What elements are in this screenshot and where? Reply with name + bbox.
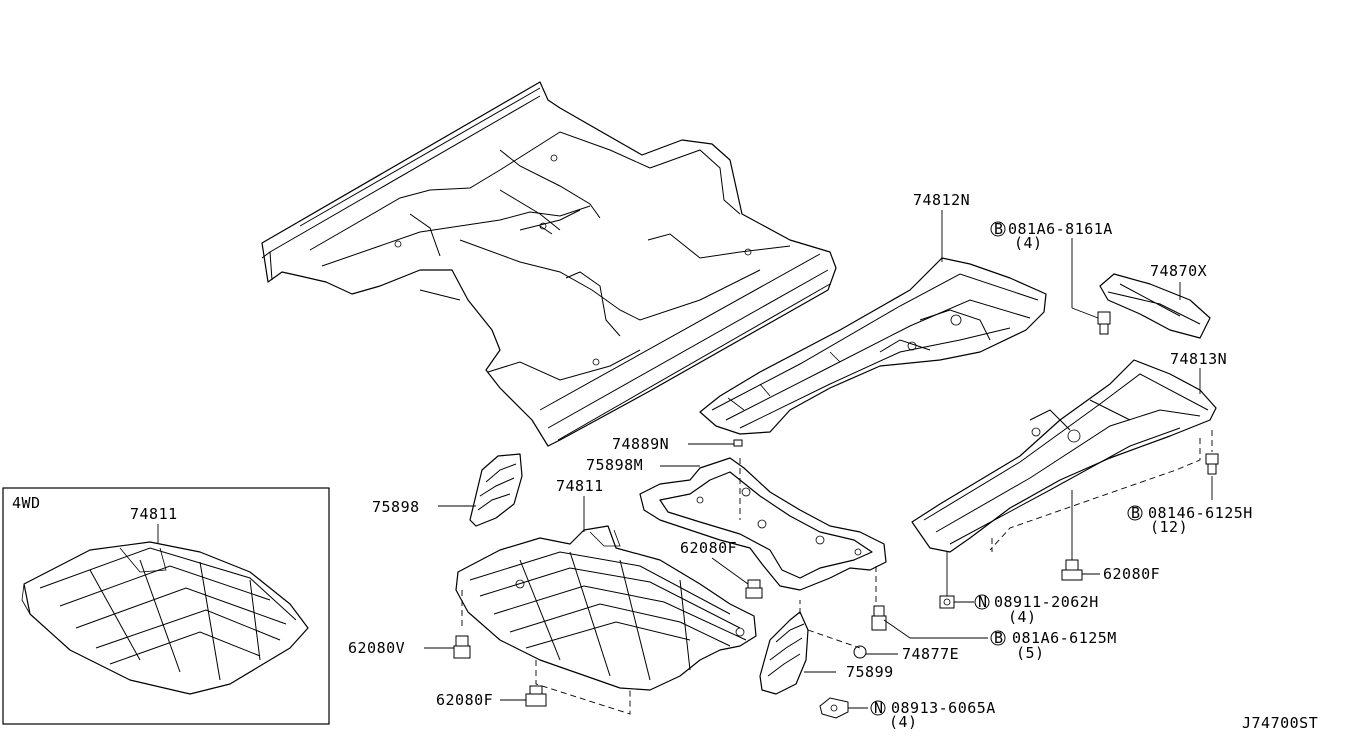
inset-4wd-box: 4WD 74811 [2,487,330,725]
frame-75898M-illustration [639,457,887,591]
fastener-prefix-n2: N [874,699,884,717]
part-label-74870X: 74870X [1150,262,1207,280]
nut-08913-6065A-illustration [819,697,849,719]
part-label-74811-inset: 74811 [130,505,178,523]
part-label-74811: 74811 [556,477,604,495]
bracket-74870X-illustration [1099,273,1211,339]
nut-symbol-n2 [870,700,886,716]
clip-62080F-center-illustration [745,579,763,599]
floor-pan-illustration [261,81,837,447]
diagram-code: J74700ST [1242,714,1318,732]
bolt-08146-6125H-illustration [1205,453,1219,475]
clip-74877E-illustration [853,645,867,659]
undercover-74813N-illustration [911,359,1217,553]
part-label-74877E: 74877E [902,645,959,663]
bolt-081A6-6125M-illustration [871,605,887,631]
fastener-code-b2: 08146-6125H [1148,504,1253,522]
fastener-qty-n1: (4) [1008,608,1037,626]
fastener-prefix-n1: N [978,593,988,611]
part-label-62080F-bottom: 62080F [436,691,493,709]
undercover-74811-4wd-illustration [23,541,309,695]
part-label-74813N: 74813N [1170,350,1227,368]
panel-75898-illustration [469,453,523,527]
fastener-code-b3: 081A6-6125M [1012,629,1117,647]
part-label-62080F-right: 62080F [1103,565,1160,583]
fastener-qty-b2: (12) [1150,518,1188,536]
clip-62080F-right-illustration [1061,559,1083,581]
clip-62080F-bottom-illustration [525,685,547,707]
nut-08911-2062H-illustration [939,595,955,609]
clip-74889N-illustration [733,439,743,447]
nut-symbol-n1 [974,594,990,610]
fastener-prefix-b2: B [1131,504,1141,522]
fastener-code-n2: 08913-6065A [891,699,996,717]
inset-label: 4WD [12,494,41,512]
panel-75899-illustration [759,611,809,695]
clip-62080V-illustration [453,635,471,659]
fastener-code-b1: 081A6-8161A [1008,220,1113,238]
fastener-qty-n2: (4) [889,713,918,731]
bolt-symbol-b2 [1127,505,1143,521]
part-label-75898: 75898 [372,498,420,516]
fastener-qty-b3: (5) [1016,644,1045,662]
fastener-qty-b1: (4) [1014,234,1043,252]
bolt-symbol-b3 [990,630,1006,646]
part-label-74812N: 74812N [913,191,970,209]
part-label-75899: 75899 [846,663,894,681]
part-label-74889N: 74889N [612,435,669,453]
fastener-prefix-b1: B [994,220,1004,238]
part-label-62080F-center: 62080F [680,539,737,557]
bolt-symbol-b1 [990,221,1006,237]
fastener-prefix-b3: B [994,629,1004,647]
part-label-75898M: 75898M [586,456,643,474]
fastener-code-n1: 08911-2062H [994,593,1099,611]
bolt-081A6-8161A-illustration [1097,311,1111,335]
part-label-62080V: 62080V [348,639,405,657]
undercover-74811-illustration [455,525,757,691]
undercover-74812N-illustration [699,257,1047,435]
